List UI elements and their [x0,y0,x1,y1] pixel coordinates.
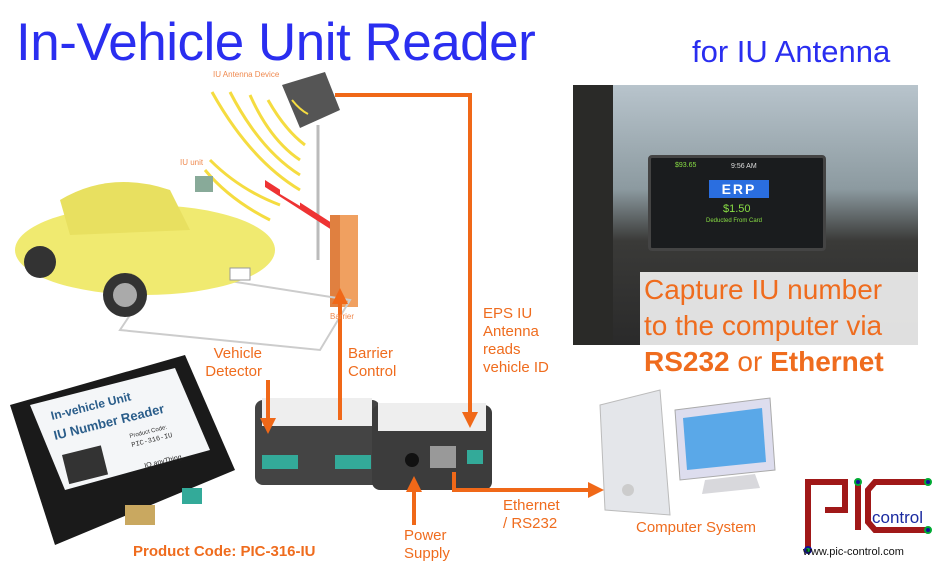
ethernet-rs232-label: Ethernet/ RS232 [503,497,560,532]
barrier-label: Barrier [330,312,355,321]
product-box-icon: In-vehicle Unit IU Number Reader Product… [10,355,235,545]
page-subtitle: for IU Antenna [692,34,891,69]
pic-control-logo: control www.pic-control.com [802,478,932,558]
antenna-device-icon [282,72,340,260]
antenna-device-label: IU Antenna Device [213,70,280,79]
barrier-icon [265,180,358,307]
radio-waves [203,91,306,222]
car-icon [15,182,352,352]
erp-screen: $93.65 9:56 AM ERP $1.50 Deducted From C… [648,155,826,251]
qr-code-icon [62,445,109,485]
page-title: In-Vehicle Unit Reader [16,13,536,72]
iu-unit-label: IU unit [180,158,204,167]
computer-icon [599,389,776,516]
computer-system-label: Computer System [636,519,757,536]
io-modules-icon [255,398,492,490]
logo-sub: control [872,508,923,527]
iu-unit-icon [195,176,213,192]
logo-url: www.pic-control.com [802,546,904,558]
connection-arrows [260,93,604,525]
product-code-caption: Product Code: PIC-316-IU [133,543,316,560]
capture-callout: Capture IU number to the computer via RS… [640,272,920,380]
